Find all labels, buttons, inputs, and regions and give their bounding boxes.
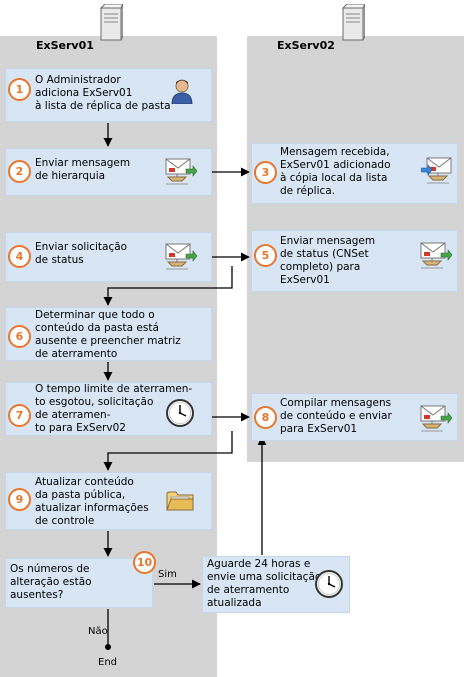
step-7-text: O tempo limite de aterramen- to esgotou,… — [35, 383, 193, 434]
step-1-number: 1 — [8, 78, 31, 101]
step-6-number: 6 — [8, 325, 31, 348]
decision-text: Os números de alteração estão ausentes? — [10, 563, 92, 601]
send-message-icon — [165, 243, 197, 270]
step-8-text: Compilar mensagens de conteúdo e enviar … — [280, 397, 392, 435]
user-icon — [171, 79, 193, 104]
lane-title-exserv02: ExServ02 — [277, 39, 335, 52]
step-10-text: Aguarde 24 horas e envie uma solicitação… — [207, 558, 322, 609]
step-4-text: Enviar solicitação de status — [35, 241, 128, 266]
decision-box — [5, 558, 153, 608]
step-2-text: Enviar mensagem de hierarquia — [35, 157, 131, 182]
step-1-text: O Administrador adiciona ExServ01 à list… — [35, 74, 171, 112]
step-6-box — [5, 307, 212, 361]
step-2-box — [5, 148, 212, 196]
step-5-text: Enviar mensagem de status (CNSet complet… — [280, 235, 376, 286]
step-3-box — [251, 143, 458, 204]
step-4-number: 4 — [8, 245, 31, 268]
end-label: End — [98, 657, 118, 668]
step-9-number: 9 — [8, 488, 31, 511]
step-3-number: 3 — [254, 161, 277, 184]
step-5-number: 5 — [254, 244, 277, 267]
server-icon — [341, 4, 365, 41]
step-7-number: 7 — [8, 404, 31, 427]
send-message-icon — [165, 158, 197, 185]
folder-icon — [166, 491, 194, 511]
step-6-text: Determinar que todo o conteúdo da pasta … — [35, 309, 181, 360]
clock-icon — [166, 399, 194, 427]
step-3-text: Mensagem recebida, ExServ01 adicionado à… — [280, 146, 391, 197]
decision-yes-label: Sim — [158, 569, 177, 580]
step-9-text: Atualizar conteúdo da pasta pública, atu… — [35, 476, 149, 527]
step-8-number: 8 — [254, 406, 277, 429]
step-9-box — [5, 472, 212, 530]
end-node — [105, 644, 111, 650]
step-10-number: 10 — [133, 551, 156, 574]
decision-no-label: Não — [88, 626, 108, 637]
step-2-number: 2 — [8, 160, 31, 183]
server-icon — [99, 4, 123, 41]
send-message-icon — [420, 405, 452, 432]
send-message-icon — [420, 242, 452, 269]
clock-icon — [315, 570, 343, 598]
receive-message-icon — [421, 157, 452, 184]
lane-title-exserv01: ExServ01 — [36, 39, 94, 52]
